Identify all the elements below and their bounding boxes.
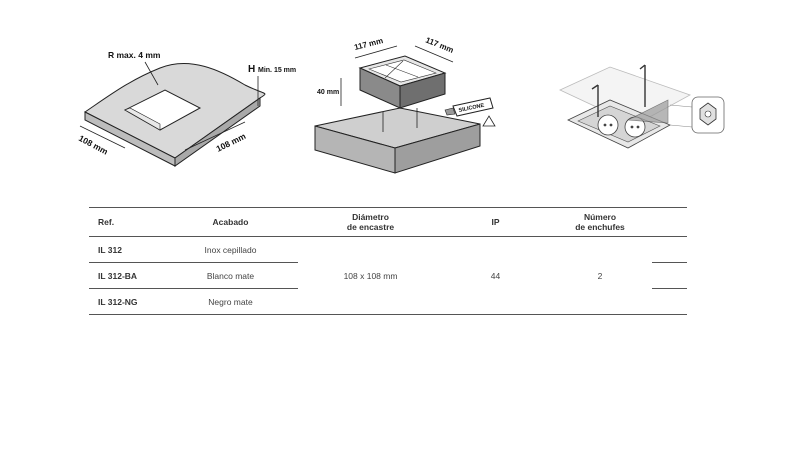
header-diameter-line2: de encastre bbox=[346, 222, 395, 232]
spec-table: Ref. Acabado Diámetro de encastre IP Núm… bbox=[89, 207, 687, 315]
header-ip: IP bbox=[443, 207, 548, 237]
shared-diameter: 108 x 108 mm bbox=[298, 236, 443, 315]
row-finish: Inox cepillado bbox=[163, 236, 298, 263]
table-row: IL 312-NG Negro mate bbox=[89, 288, 687, 315]
header-diameter-line1: Diámetro bbox=[352, 212, 389, 222]
header-diameter: Diámetro de encastre bbox=[298, 207, 443, 237]
header-sockets-line2: de enchufes bbox=[575, 222, 625, 232]
row-ref: IL 312-BA bbox=[89, 262, 163, 289]
spacer-cell bbox=[652, 236, 687, 263]
table-row: IL 312 Inox cepillado 108 x 108 mm 44 2 bbox=[89, 236, 687, 315]
header-sockets: Número de enchufes bbox=[548, 207, 652, 237]
row-ref: IL 312 bbox=[89, 236, 163, 263]
cutout-diagram: R max. 4 mm H Min. 15 mm 108 mm 108 mm bbox=[70, 40, 310, 180]
radius-label: R max. 4 mm bbox=[108, 50, 161, 60]
box-depth-label: 40 mm bbox=[317, 89, 339, 96]
width-label-a: 108 mm bbox=[77, 133, 110, 157]
row-finish: Blanco mate bbox=[163, 262, 298, 289]
height-min-label: Min. 15 mm bbox=[258, 67, 296, 74]
box-install-diagram: 117 mm 117 mm 40 mm SILICONE bbox=[305, 28, 505, 178]
silicone-label: SILICONE bbox=[458, 103, 485, 114]
socket-detail-diagram bbox=[550, 45, 740, 170]
spacer-cell bbox=[652, 288, 687, 315]
shared-ip: 44 bbox=[443, 236, 548, 315]
header-finish: Acabado bbox=[163, 207, 298, 237]
table-row: IL 312-BA Blanco mate bbox=[89, 262, 687, 289]
row-finish: Negro mate bbox=[163, 288, 298, 315]
shared-sockets: 2 bbox=[548, 236, 652, 315]
height-label: H bbox=[248, 64, 255, 75]
box-width-label-a: 117 mm bbox=[353, 36, 384, 52]
row-ref: IL 312-NG bbox=[89, 288, 163, 315]
header-ref: Ref. bbox=[89, 207, 163, 237]
table-header-row: Ref. Acabado Diámetro de encastre IP Núm… bbox=[89, 207, 687, 237]
header-sockets-line1: Número bbox=[583, 212, 617, 222]
header-spacer bbox=[652, 207, 687, 237]
spacer-cell bbox=[652, 262, 687, 289]
